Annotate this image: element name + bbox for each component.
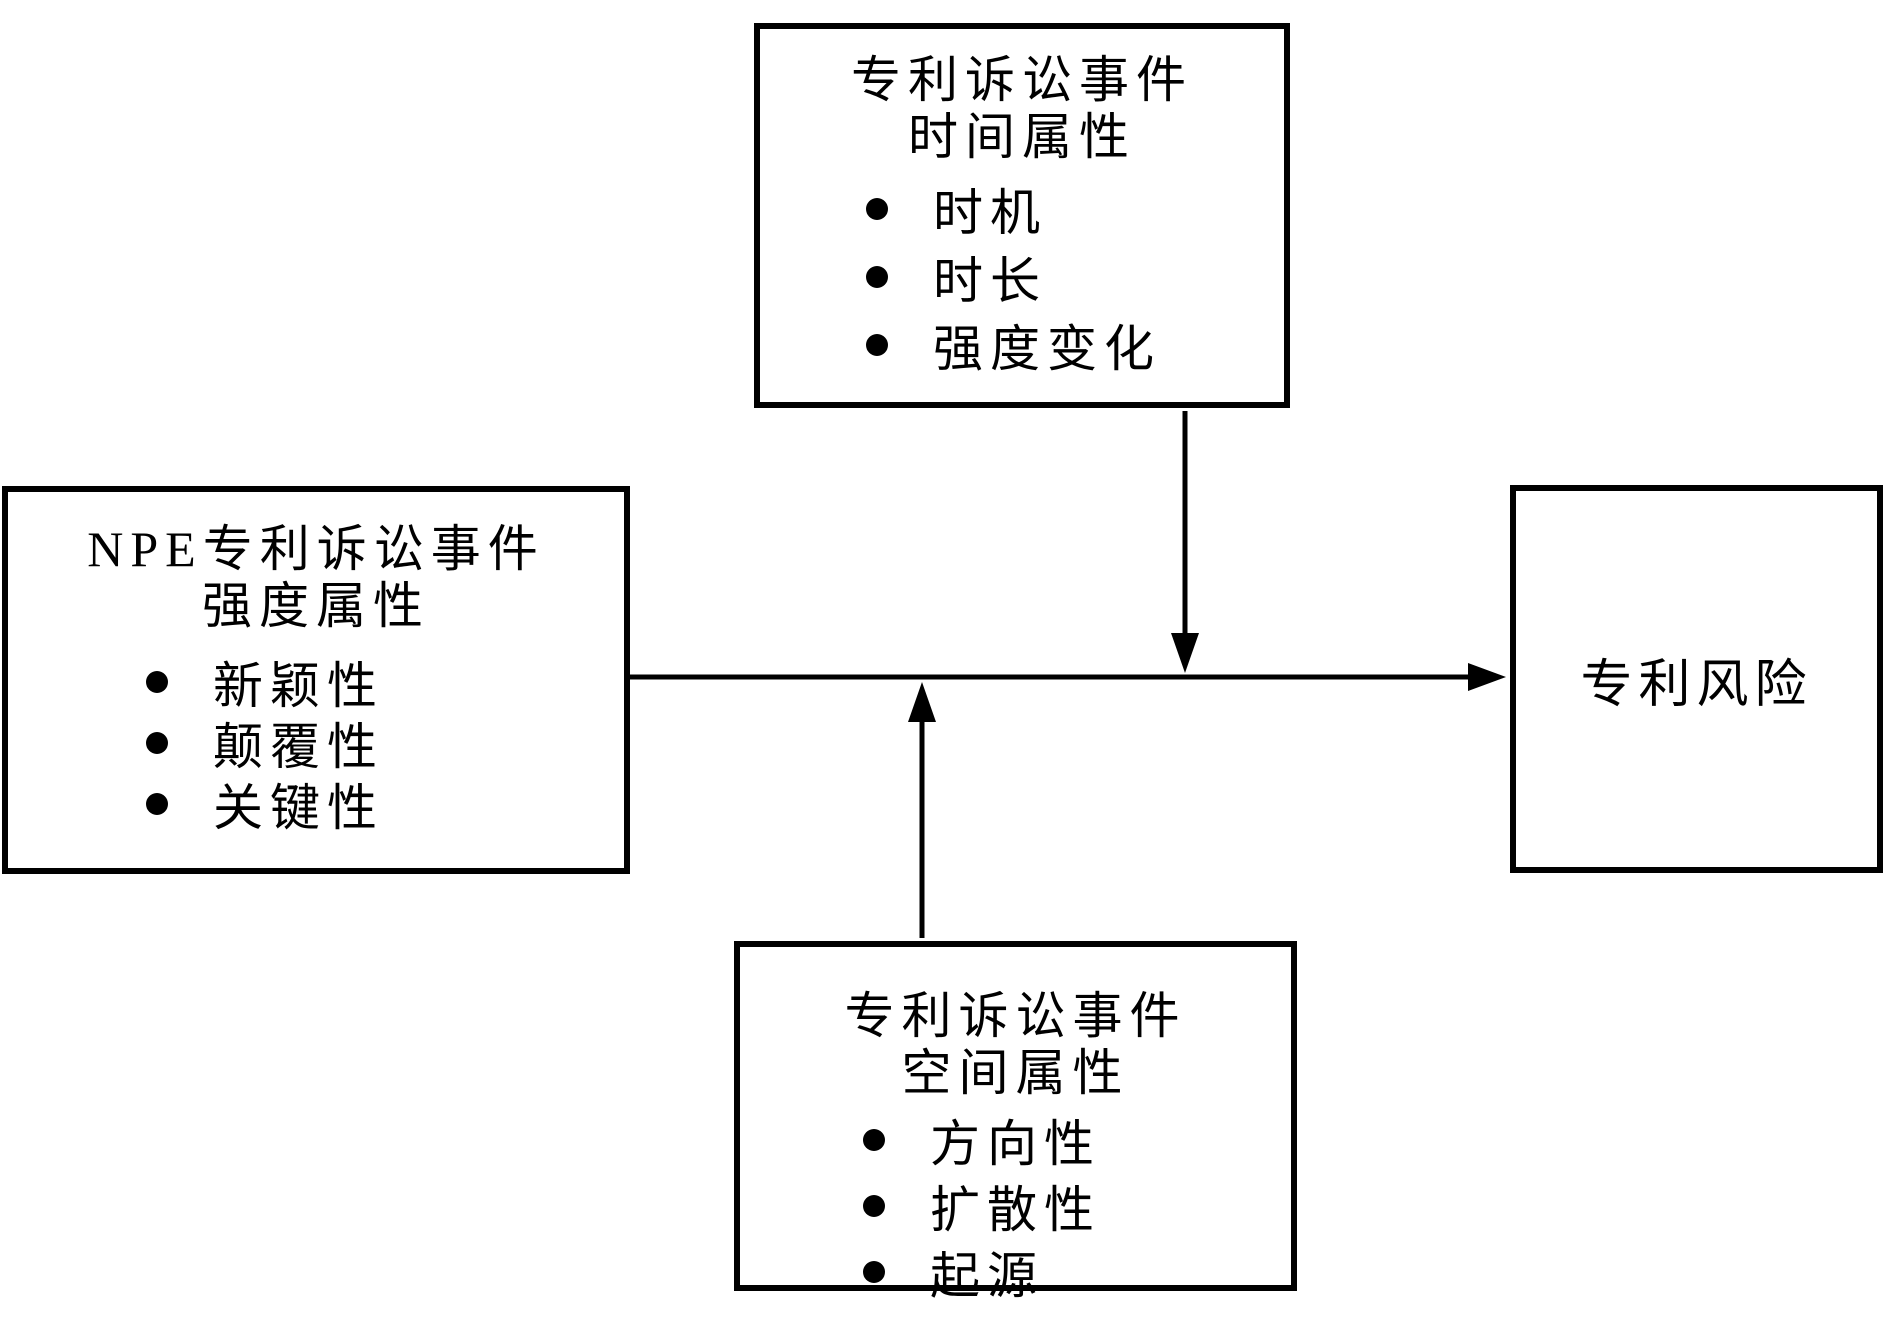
left-box-intensity-attributes: NPE专利诉讼事件 强度属性 新颖性 颠覆性 关键性 bbox=[2, 486, 630, 874]
list-item: 方向性 bbox=[863, 1107, 1291, 1173]
list-item: 扩散性 bbox=[863, 1173, 1291, 1239]
list-item: 颠覆性 bbox=[146, 712, 624, 775]
arrow-bottom-box-up-to-line bbox=[908, 682, 936, 938]
top-box-title: 专利诉讼事件 时间属性 bbox=[760, 52, 1284, 166]
bottom-box-bullet-list: 方向性 扩散性 起源 bbox=[740, 1107, 1291, 1305]
list-item: 关键性 bbox=[146, 773, 624, 836]
left-box-title: NPE专利诉讼事件 强度属性 bbox=[8, 521, 624, 635]
list-item: 新颖性 bbox=[146, 651, 624, 714]
bullet-icon bbox=[146, 731, 168, 754]
bullet-icon bbox=[863, 1261, 885, 1283]
bottom-box-title-line1: 专利诉讼事件 bbox=[844, 988, 1187, 1044]
bullet-icon bbox=[146, 670, 168, 693]
left-box-title-line1: NPE专利诉讼事件 bbox=[87, 521, 545, 577]
arrow-left-box-to-right-box bbox=[630, 663, 1506, 691]
top-box-time-attributes: 专利诉讼事件 时间属性 时机 时长 强度变化 bbox=[754, 23, 1290, 408]
list-item: 强度变化 bbox=[866, 311, 1284, 379]
bullet-icon bbox=[863, 1129, 885, 1151]
left-box-bullet-list: 新颖性 颠覆性 关键性 bbox=[8, 651, 624, 836]
left-box-title-line2: 强度属性 bbox=[202, 578, 430, 634]
bullet-icon bbox=[866, 266, 888, 288]
bottom-box-title-line2: 空间属性 bbox=[901, 1045, 1130, 1101]
list-item: 时机 bbox=[866, 175, 1284, 243]
list-item: 时长 bbox=[866, 243, 1284, 311]
arrow-top-box-down-to-line bbox=[1171, 411, 1199, 673]
right-box-label: 专利风险 bbox=[1580, 656, 1813, 714]
top-box-title-line1: 专利诉讼事件 bbox=[851, 52, 1193, 108]
top-box-title-line2: 时间属性 bbox=[908, 109, 1136, 165]
bottom-box-spatial-attributes: 专利诉讼事件 空间属性 方向性 扩散性 起源 bbox=[734, 941, 1297, 1304]
bullet-icon bbox=[866, 334, 888, 356]
bullet-icon bbox=[146, 792, 168, 815]
list-item: 起源 bbox=[863, 1239, 1291, 1305]
right-box-patent-risk: 专利风险 bbox=[1510, 485, 1883, 873]
top-box-bullet-list: 时机 时长 强度变化 bbox=[760, 175, 1284, 379]
bullet-icon bbox=[863, 1195, 885, 1217]
bottom-box-title: 专利诉讼事件 空间属性 bbox=[740, 988, 1291, 1102]
bullet-icon bbox=[866, 198, 888, 220]
